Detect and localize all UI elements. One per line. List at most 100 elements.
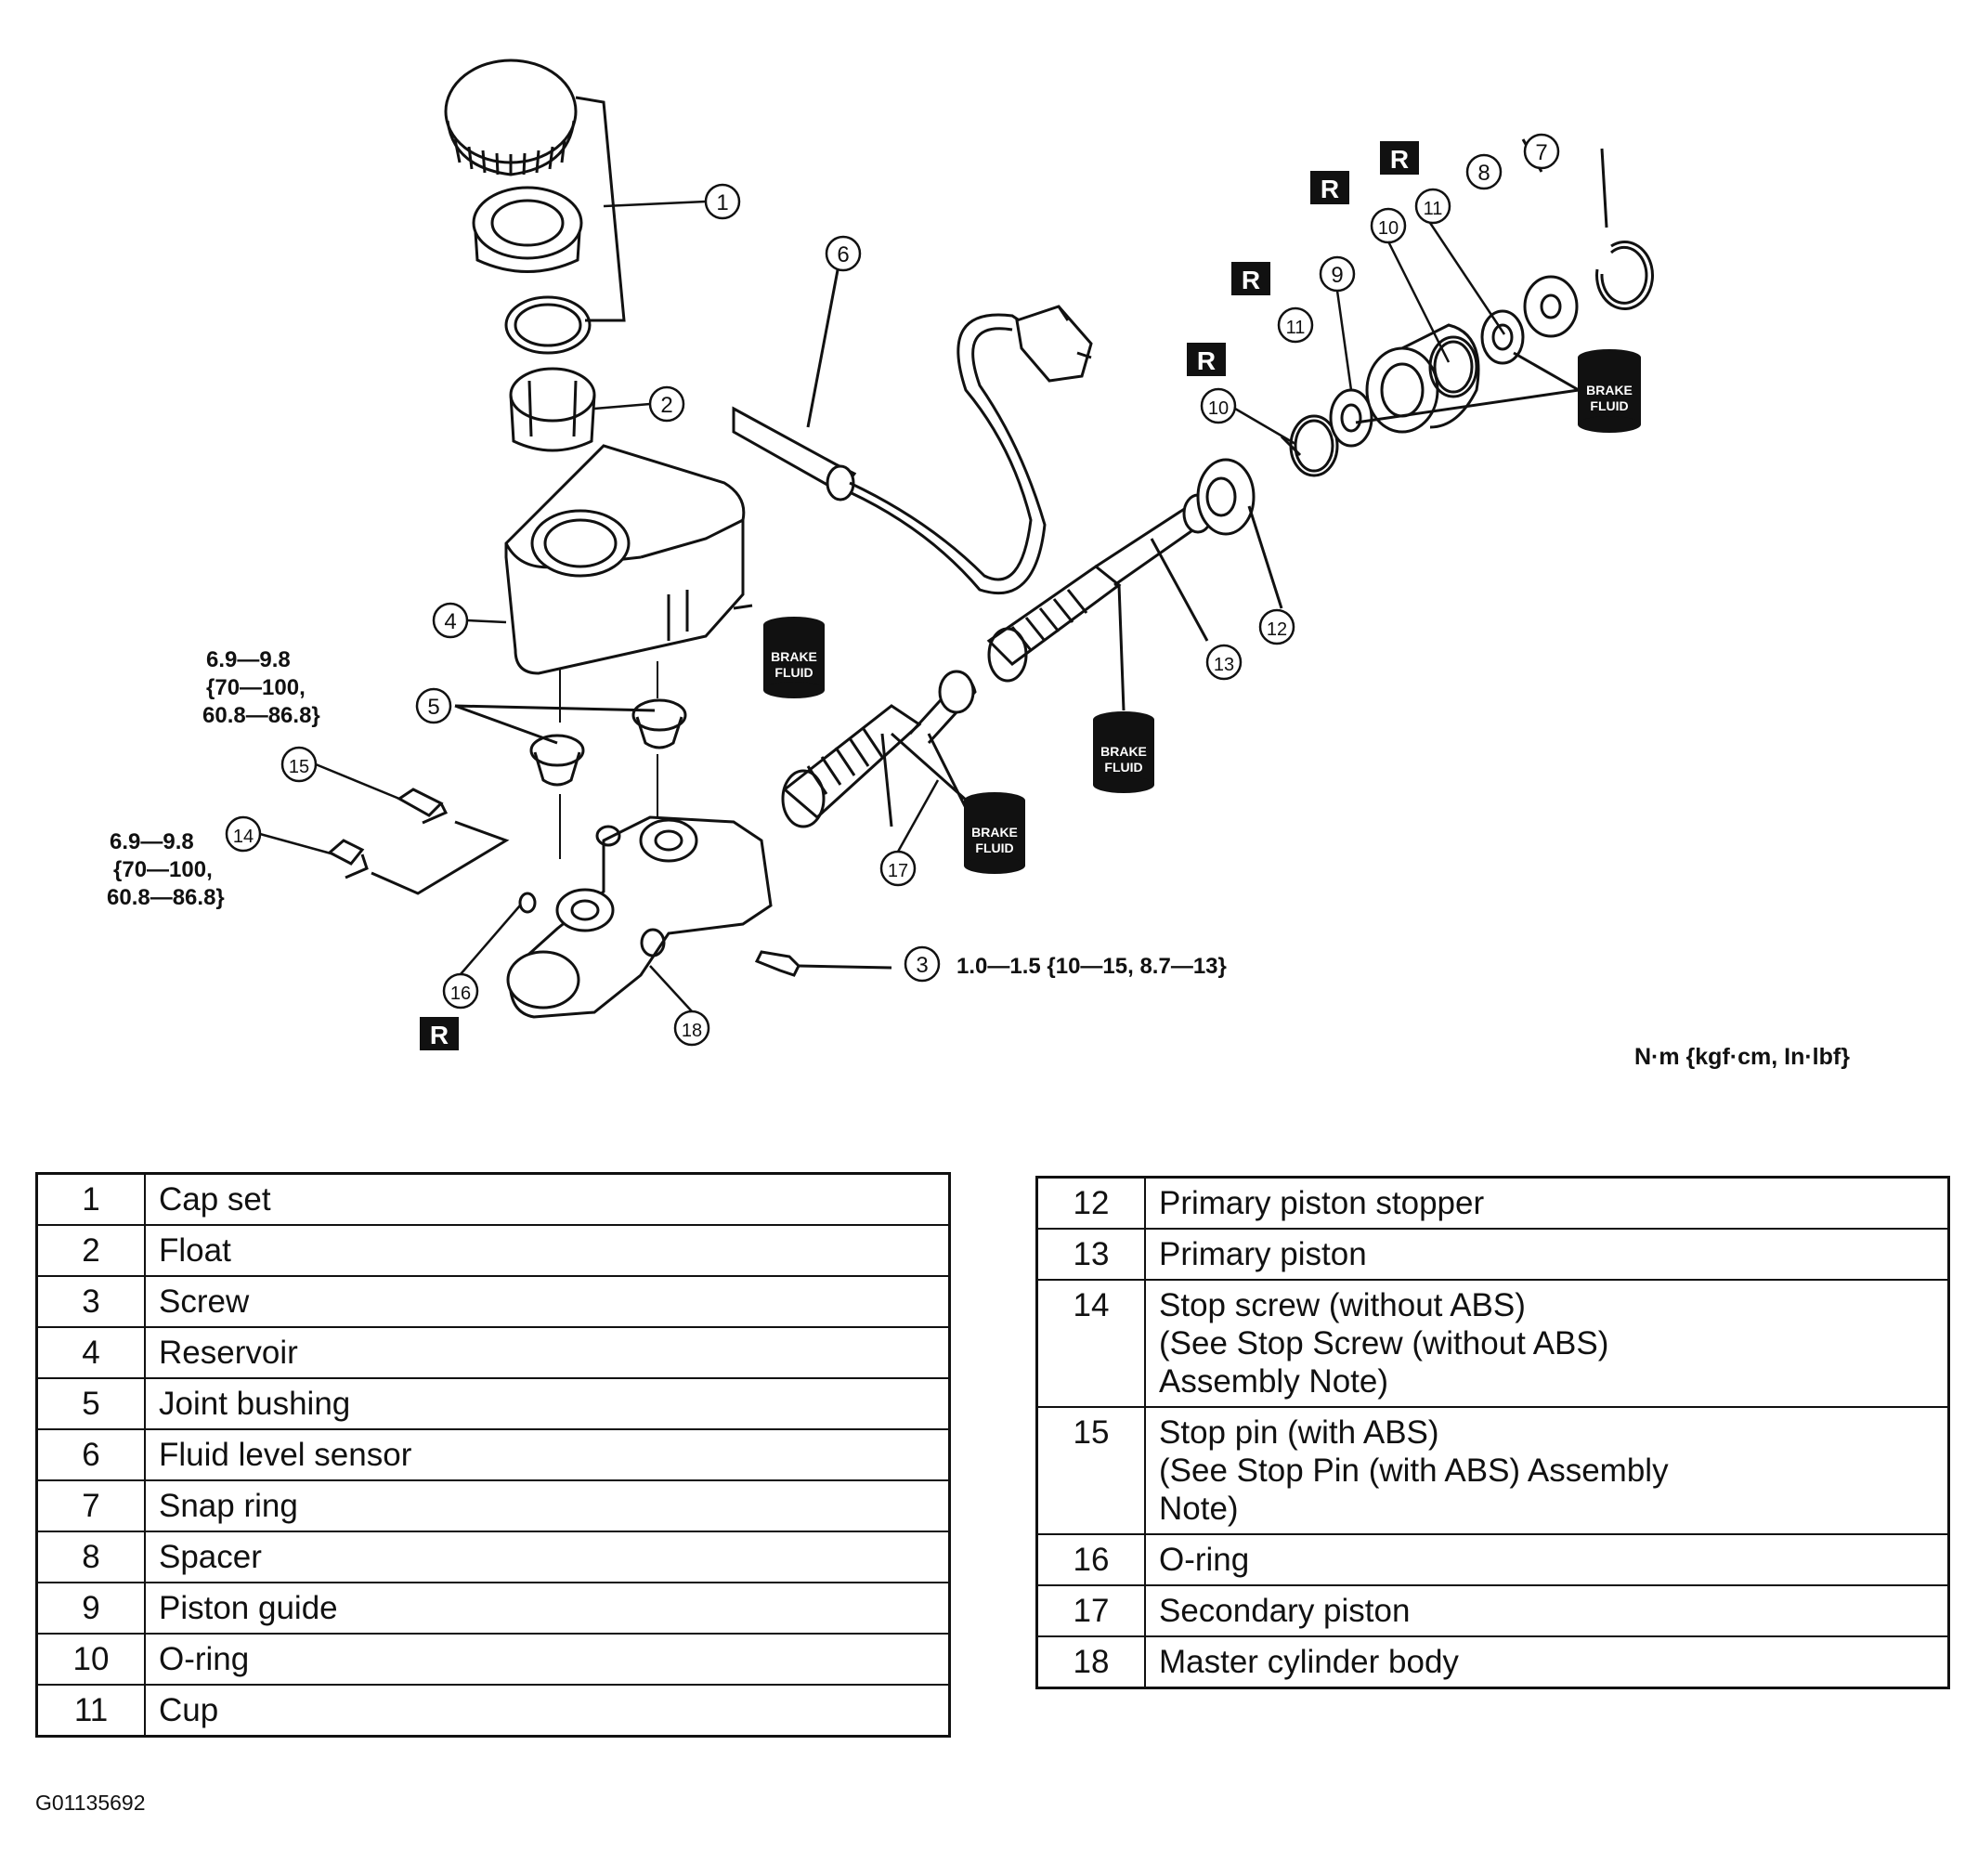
part-description: Cap set [144,1172,951,1226]
svg-text:R: R [430,1021,449,1049]
torque-stop-screw-line1: 6.9—9.8 [110,829,194,854]
svg-text:FLUID: FLUID [774,665,813,680]
callout-3: 3 [916,953,928,978]
callout-10-upper: 10 [1378,218,1399,239]
part-description: Primary piston stopper [1144,1176,1950,1230]
part-description-line: Stop screw (without ABS) [1159,1287,1526,1323]
callout-8: 8 [1477,161,1490,186]
torque-specs: 6.9—9.8 {70—100, 60.8—86.8} 6.9—9.8 {70—… [107,647,1227,979]
part-number: 9 [35,1582,146,1635]
part-description-line: Assembly Note) [1159,1363,1389,1400]
svg-text:BRAKE: BRAKE [1100,744,1147,759]
svg-text:BRAKE: BRAKE [771,649,817,664]
callout-14: 14 [233,827,254,847]
part-description-line: Spacer [159,1539,262,1575]
svg-text:FLUID: FLUID [1590,398,1628,413]
part-number: 13 [1035,1228,1146,1281]
float [509,367,596,452]
part-number: 3 [35,1275,146,1328]
callout-9: 9 [1331,263,1343,288]
callout-7: 7 [1535,140,1547,165]
part-description-line: Snap ring [159,1488,298,1524]
part-number: 7 [35,1479,146,1532]
stop-screw-and-pin [327,788,537,914]
part-description-line: Piston guide [159,1590,338,1626]
primary-piston-stopper [1196,458,1283,609]
parts-table-row: 10 O-ring [35,1633,951,1686]
replace-badge: R [1187,343,1226,376]
parts-table-row: 16 O-ring [1035,1533,1950,1586]
part-description: Joint bushing [144,1377,951,1430]
callout-13: 13 [1214,655,1234,675]
svg-text:BRAKE: BRAKE [971,825,1018,840]
part-description: Stop pin (with ABS)(See Stop Pin (with A… [1144,1406,1950,1535]
svg-text:R: R [1242,266,1260,294]
part-description: O-ring [144,1633,951,1686]
part-number: 18 [1035,1635,1146,1689]
callout-2: 2 [660,393,672,418]
replace-badge: R [1380,141,1419,175]
callout-11-upper: 11 [1424,199,1443,219]
part-description-line: Primary piston stopper [1159,1185,1485,1221]
part-description-line: Cap set [159,1181,271,1218]
secondary-piston [781,670,977,828]
svg-text:R: R [1321,175,1339,203]
figure-id: G01135692 [35,1791,146,1815]
torque-bushing-line1: 6.9—9.8 [206,647,291,672]
callout-12: 12 [1267,619,1287,640]
svg-text:R: R [1390,145,1409,174]
parts-table-row: 6 Fluid level sensor [35,1428,951,1481]
callout-17: 17 [888,861,908,881]
part-description: Reservoir [144,1326,951,1379]
part-description-line: Fluid level sensor [159,1437,412,1473]
part-description: Secondary piston [1144,1584,1950,1637]
units-note: N·m {kgf·cm, In·lbf} [1634,1044,1850,1070]
part-description-line: Reservoir [159,1335,298,1371]
part-number: 17 [1035,1584,1146,1637]
callout-numbers: 1 2 3 4 5 6 7 8 9 10 11 12 13 14 15 16 1… [233,140,1548,1041]
parts-table-row: 7 Snap ring [35,1479,951,1532]
fluid-level-sensor [732,254,1093,595]
part-description: Primary piston [1144,1228,1950,1281]
part-description: Spacer [144,1531,951,1583]
part-description-line: Joint bushing [159,1386,351,1422]
svg-text:R: R [1197,346,1216,375]
svg-text:FLUID: FLUID [975,840,1013,855]
part-description-line: (See Stop Pin (with ABS) Assembly [1159,1453,1669,1489]
part-description-line: Note) [1159,1491,1239,1527]
callout-5: 5 [427,695,439,720]
callout-circles [225,133,1560,1047]
svg-text:FLUID: FLUID [1104,760,1142,775]
part-description-line: (See Stop Screw (without ABS) [1159,1325,1609,1361]
callout-18: 18 [682,1021,702,1041]
part-description: Stop screw (without ABS)(See Stop Screw … [1144,1279,1950,1408]
part-number: 10 [35,1633,146,1686]
torque-stop-screw-line2: {70—100, [113,857,213,882]
part-description-line: O-ring [159,1641,250,1677]
part-description: Float [144,1224,951,1277]
part-number: 16 [1035,1533,1146,1586]
part-description-line: Stop pin (with ABS) [1159,1414,1439,1451]
part-number: 1 [35,1172,146,1226]
part-description-line: O-ring [1159,1542,1250,1578]
part-number: 2 [35,1224,146,1277]
screw [754,950,892,977]
part-description: Fluid level sensor [144,1428,951,1481]
callout-6: 6 [837,242,849,267]
part-description: Piston guide [144,1582,951,1635]
part-number: 6 [35,1428,146,1481]
